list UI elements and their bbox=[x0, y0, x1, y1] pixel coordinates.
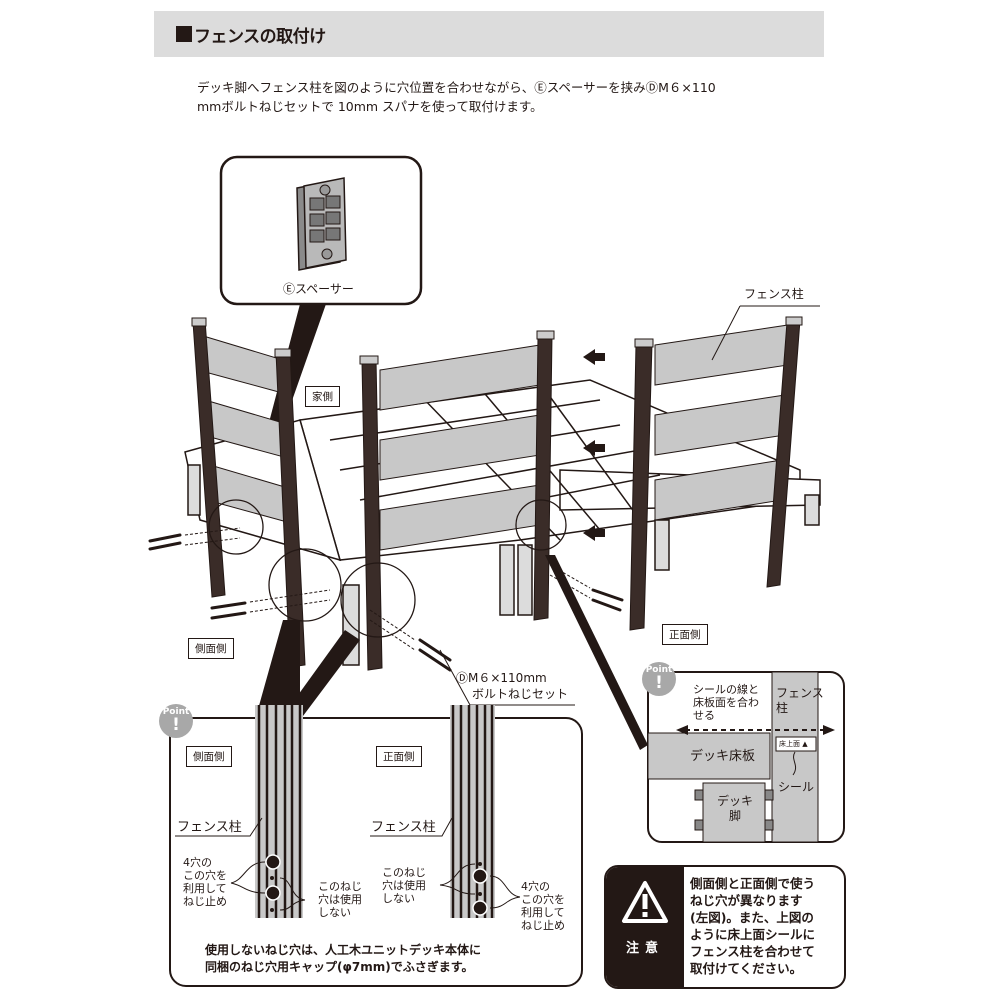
section-title: フェンスの取付け bbox=[194, 27, 326, 47]
exclamation-icon: ! bbox=[172, 715, 180, 735]
spacer-label: Ⓔスペーサー bbox=[283, 282, 354, 296]
side-view-title: 側面側 bbox=[186, 746, 232, 767]
seal-alignment-note: シールの線と 床板面を合わ せる bbox=[693, 683, 759, 722]
cap-note: 使用しないねじ穴は、人工木ユニットデッキ本体に 同梱のねじ穴用キャップ(φ7mm… bbox=[205, 943, 482, 974]
side-detail-leader bbox=[255, 620, 300, 720]
front-use-holes-note: 4穴の この穴を 利用して ねじ止め bbox=[521, 880, 565, 932]
front-view-title: 正面側 bbox=[376, 746, 422, 767]
bolt-label-line-2: ボルトねじセット bbox=[472, 687, 569, 701]
fence-post-section-front bbox=[439, 705, 521, 918]
instruction-line-2: mmボルトねじセットで 10mm スパナを使って取付けます。 bbox=[197, 99, 543, 114]
front-unused-holes-note: このねじ 穴は使用 しない bbox=[382, 866, 426, 905]
fence-panel-side bbox=[191, 317, 306, 668]
instruction-text: デッキ脚へフェンス柱を図のように穴位置を合わせながら、Ⓔスペーサーを挟みⒹM６×… bbox=[197, 78, 817, 116]
front-detail-leader bbox=[545, 555, 648, 750]
deck-legs bbox=[187, 464, 820, 666]
seal-label: シール bbox=[778, 780, 815, 794]
bolt-sets bbox=[148, 533, 624, 672]
side-post-label: フェンス柱 bbox=[177, 820, 242, 835]
front-view-label: 正面側 bbox=[662, 624, 708, 645]
section-header-bar bbox=[154, 11, 824, 57]
fence-panel-right bbox=[629, 316, 803, 631]
caution-box: 注意 側面側と正面側で使う ねじ穴が異なります (左図)。また、上図の ように床… bbox=[604, 865, 846, 989]
deck-leg-label: デッキ 脚 bbox=[716, 794, 753, 823]
exclamation-icon: ! bbox=[655, 673, 663, 693]
side-view-label: 側面側 bbox=[188, 638, 234, 659]
section-marker-square bbox=[176, 26, 192, 42]
floor-top-sticker: 床上面 ▲ bbox=[779, 740, 808, 748]
detail-circles bbox=[208, 499, 567, 638]
bolt-label-line-1: ⒹM６×110mm bbox=[456, 671, 547, 685]
side-unused-holes-note: このねじ 穴は使用 しない bbox=[318, 880, 362, 919]
warning-triangle-icon bbox=[622, 881, 668, 923]
side-use-holes-note: 4穴の この穴を 利用して ねじ止め bbox=[183, 856, 227, 908]
deck-board-label: デッキ床板 bbox=[690, 749, 756, 764]
fence-post-label: フェンス柱 bbox=[744, 287, 804, 301]
fence-post-section-side bbox=[230, 705, 306, 918]
direction-arrows bbox=[583, 349, 605, 541]
spacer-part-icon bbox=[296, 177, 347, 271]
caution-icon-panel: 注意 bbox=[606, 867, 684, 987]
arrow-up-icon: ▲ bbox=[800, 740, 808, 748]
caution-text: 側面側と正面側で使う ねじ穴が異なります (左図)。また、上図の ように床上面シ… bbox=[690, 876, 816, 976]
instruction-line-1: デッキ脚へフェンス柱を図のように穴位置を合わせながら、Ⓔスペーサーを挟みⒹM６×… bbox=[197, 80, 716, 95]
caution-label: 注意 bbox=[625, 941, 664, 956]
right-fence-post-label: フェンス 柱 bbox=[776, 686, 824, 715]
house-side-label: 家側 bbox=[305, 386, 340, 407]
point-badge-left: Point ! bbox=[159, 704, 193, 738]
point-badge-right: Point ! bbox=[642, 662, 676, 696]
front-post-label: フェンス柱 bbox=[371, 820, 436, 835]
